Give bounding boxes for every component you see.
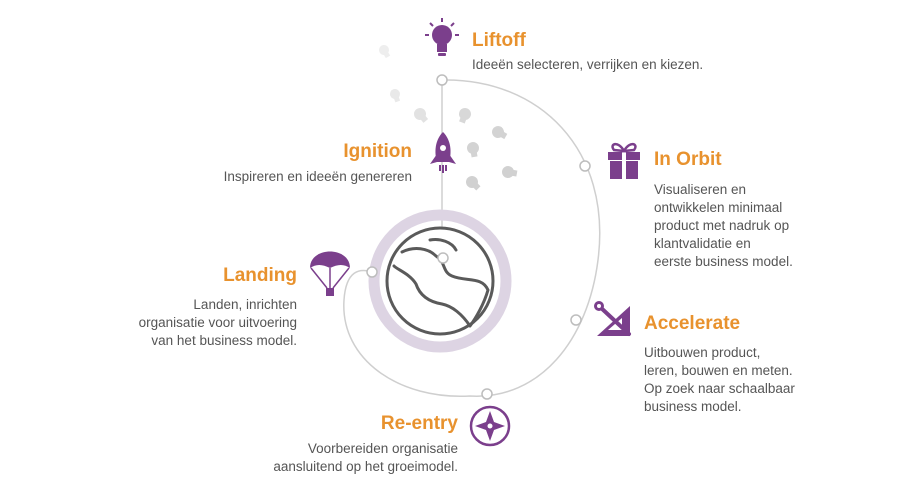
tools-icon xyxy=(594,301,631,336)
stage-liftoff: Liftoff Ideeën selecteren, verrijken en … xyxy=(472,29,703,74)
idea-bulbs-scatter xyxy=(379,45,518,191)
stage-title: Ignition xyxy=(343,141,412,162)
waypoint-landing xyxy=(366,266,378,278)
faded-bulb-icon xyxy=(414,108,429,123)
stage-title: In Orbit xyxy=(654,149,722,170)
waypoint-earth xyxy=(437,252,449,264)
rocket-icon xyxy=(430,132,456,173)
journey-path xyxy=(343,79,601,397)
stage-accelerate: Accelerate Uitbouwen product, leren, bou… xyxy=(644,312,795,416)
stage-description: Uitbouwen product, leren, bouwen en mete… xyxy=(644,345,795,414)
waypoint-reentry xyxy=(481,388,493,400)
compass-icon xyxy=(469,405,511,447)
stage-description: Landen, inrichten organisatie voor uitvo… xyxy=(138,297,297,348)
waypoint-in-orbit xyxy=(579,160,591,172)
faded-bulb-icon xyxy=(390,89,401,103)
faded-bulb-icon xyxy=(502,166,518,178)
stage-description: Visualiseren en ontwikkelen minimaal pro… xyxy=(654,182,793,269)
parachute-icon xyxy=(310,251,350,296)
faded-bulb-icon xyxy=(467,142,479,158)
earth-globe xyxy=(368,209,512,353)
stage-in-orbit: In Orbit Visualiseren en ontwikkelen min… xyxy=(654,148,793,271)
stage-landing: Landing Landen, inrichten organisatie vo… xyxy=(139,264,297,350)
faded-bulb-icon xyxy=(492,126,508,140)
faded-bulb-icon xyxy=(379,45,391,59)
lightbulb-icon xyxy=(425,18,459,56)
stage-title: Accelerate xyxy=(644,313,741,334)
stage-description: Voorbereiden organisatie aansluitend op … xyxy=(273,441,458,474)
stage-reentry: Re-entry Voorbereiden organisatie aanslu… xyxy=(273,412,458,476)
stage-description: Inspireren en ideeën genereren xyxy=(223,169,412,184)
stage-description: Ideeën selecteren, verrijken en kiezen. xyxy=(472,57,704,72)
faded-bulb-icon xyxy=(459,108,471,124)
stage-ignition: Ignition Inspireren en ideeën genereren xyxy=(224,140,412,186)
gift-icon xyxy=(608,142,640,179)
stage-title: Re-entry xyxy=(380,413,458,434)
faded-bulb-icon xyxy=(466,176,481,191)
stage-title: Landing xyxy=(223,265,297,286)
stage-title: Liftoff xyxy=(472,30,526,51)
waypoint-liftoff xyxy=(436,74,448,86)
waypoint-accelerate xyxy=(570,314,582,326)
